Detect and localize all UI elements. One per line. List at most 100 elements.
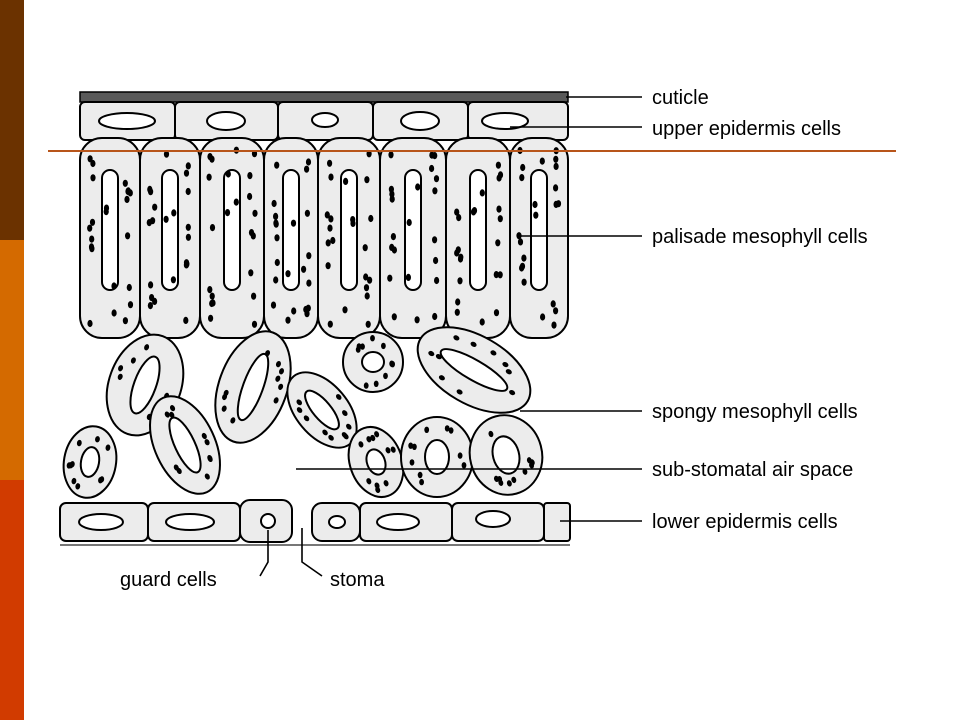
chloroplast xyxy=(366,436,372,443)
chloroplast xyxy=(493,309,500,317)
chloroplast xyxy=(209,155,215,163)
chloroplast xyxy=(540,313,546,321)
cell-vacuole xyxy=(101,169,119,291)
chloroplast xyxy=(532,200,538,209)
chloroplast xyxy=(519,264,525,272)
spongy-cell xyxy=(62,425,118,499)
chloroplast xyxy=(521,254,527,262)
chloroplast xyxy=(250,232,256,240)
chloroplast xyxy=(251,292,257,300)
chloroplast xyxy=(553,162,559,170)
chloroplast xyxy=(493,271,499,279)
chloroplast xyxy=(414,316,420,324)
chloroplast xyxy=(346,423,352,430)
chloroplast xyxy=(363,284,370,292)
chloroplast xyxy=(122,317,128,325)
chloroplast xyxy=(305,304,311,312)
chloroplast xyxy=(111,309,117,317)
chloroplast xyxy=(342,410,348,416)
chloroplast xyxy=(519,174,525,182)
chloroplast xyxy=(479,189,485,197)
chloroplast xyxy=(327,320,333,328)
chloroplast xyxy=(210,299,216,307)
cell-vacuole xyxy=(311,112,339,128)
chloroplast xyxy=(147,302,153,310)
chloroplast xyxy=(290,219,297,227)
chloroplast xyxy=(360,343,365,350)
chloroplast xyxy=(247,172,253,180)
chloroplast xyxy=(370,335,375,342)
chloroplast xyxy=(176,467,182,475)
chloroplast xyxy=(185,233,191,241)
chloroplast xyxy=(373,380,379,387)
label-spongy: spongy mesophyll cells xyxy=(652,401,858,423)
chloroplast xyxy=(551,321,557,329)
chloroplast xyxy=(457,452,463,459)
chloroplast xyxy=(247,192,253,201)
spongy-cell xyxy=(149,395,221,495)
chloroplast xyxy=(433,175,440,183)
chloroplast xyxy=(506,480,512,487)
chloroplast xyxy=(164,411,170,418)
chloroplast xyxy=(522,468,528,475)
chloroplast xyxy=(248,269,254,277)
chloroplast xyxy=(366,150,372,158)
chloroplast xyxy=(454,308,460,316)
chloroplast xyxy=(391,313,397,321)
cell-vacuole xyxy=(78,513,124,531)
chloroplast xyxy=(122,179,128,187)
chloroplast xyxy=(432,236,438,244)
chloroplast xyxy=(457,277,463,285)
chloroplast xyxy=(388,151,394,159)
chloroplast xyxy=(163,215,169,223)
chloroplast xyxy=(488,430,494,438)
chloroplast xyxy=(285,270,291,278)
chloroplast xyxy=(273,276,279,284)
chloroplast xyxy=(125,232,131,240)
cell-vacuole xyxy=(260,513,276,529)
chloroplast xyxy=(381,342,386,350)
label-upper-epidermis: upper epidermis cells xyxy=(652,118,841,140)
chloroplast xyxy=(291,307,297,315)
chloroplast xyxy=(209,292,215,300)
chloroplast xyxy=(75,483,81,490)
chloroplast xyxy=(230,417,236,424)
chloroplast xyxy=(458,253,464,261)
chloroplast xyxy=(183,316,189,324)
cell-vacuole xyxy=(165,513,215,531)
chloroplast xyxy=(201,432,207,440)
chloroplast xyxy=(364,292,370,300)
palisade-cell xyxy=(199,137,265,339)
palisade-cell xyxy=(509,137,569,339)
chloroplast xyxy=(358,441,364,448)
chloroplast xyxy=(306,279,312,287)
chloroplast xyxy=(495,239,501,247)
chloroplast xyxy=(388,185,394,193)
spongy-mesophyll-layer xyxy=(62,326,544,499)
chloroplast xyxy=(424,426,430,433)
chloroplast xyxy=(516,232,522,240)
chloroplast xyxy=(405,273,411,281)
palisade-cell xyxy=(379,137,447,339)
cell-vacuole xyxy=(161,169,179,291)
chloroplast xyxy=(383,480,389,487)
chloroplast xyxy=(278,383,284,390)
chloroplast xyxy=(343,177,349,185)
chloroplast xyxy=(415,183,421,191)
chloroplast xyxy=(497,171,504,179)
chloroplast xyxy=(252,209,258,217)
chloroplast xyxy=(368,214,374,223)
cell-vacuole xyxy=(469,169,487,291)
chloroplast xyxy=(390,233,396,241)
title-divider-rule xyxy=(48,150,896,152)
chloroplast xyxy=(456,389,463,395)
palisade-cell xyxy=(263,137,319,339)
chloroplast xyxy=(273,212,279,220)
spongy-cell xyxy=(214,330,292,444)
chloroplast xyxy=(296,399,303,406)
chloroplast xyxy=(342,306,348,314)
spongy-cell xyxy=(286,371,358,449)
accent-bar-top xyxy=(0,0,24,240)
upper-epidermis xyxy=(79,101,569,141)
cell-vacuole xyxy=(475,510,511,528)
